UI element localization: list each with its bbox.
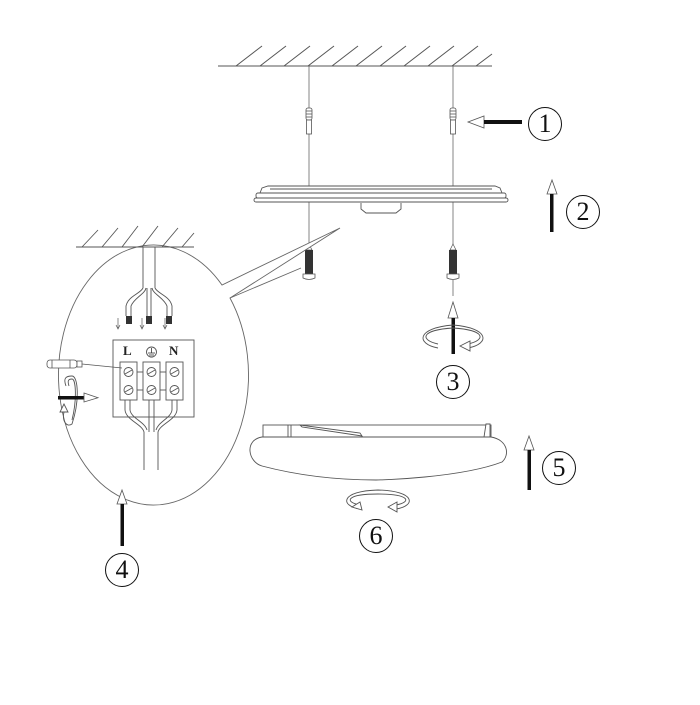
wiring-callout [58, 227, 341, 506]
step-label-6: 6 [359, 519, 393, 553]
terminal-label-neutral: N [169, 343, 179, 358]
rotate-icon-step-6 [346, 489, 410, 513]
pull-arrow-callout [58, 392, 100, 403]
screwdriver-icon [46, 359, 123, 369]
step-3-arrow [447, 300, 459, 354]
step-label-4: 4 [105, 553, 139, 587]
step-1-arrow [466, 115, 522, 129]
step-5-arrow [523, 434, 535, 490]
terminal-label-live: L [123, 343, 132, 358]
wall-plug-right [449, 107, 457, 135]
terminal-block [112, 339, 195, 418]
insert-arrows [115, 318, 168, 330]
mounting-base [253, 185, 509, 214]
diffuser-cover [249, 423, 507, 481]
ceiling [218, 45, 493, 67]
fixture-wires [124, 400, 178, 470]
screw-right [446, 243, 460, 280]
step-label-1: 1 [528, 107, 562, 141]
step-4-arrow [116, 488, 128, 546]
wall-plug-left [305, 107, 313, 135]
step-label-2: 2 [566, 195, 600, 229]
step-2-arrow [546, 178, 558, 232]
guide-lines [308, 66, 454, 296]
supply-cable [125, 247, 173, 316]
step-label-5: 5 [542, 451, 576, 485]
wire-ends [126, 316, 172, 324]
callout-ceiling [76, 225, 195, 248]
rotate-icon-callout [59, 375, 78, 426]
rotate-icon-step-3 [422, 324, 484, 352]
earth-symbol [148, 348, 155, 358]
step-label-3: 3 [436, 365, 470, 399]
